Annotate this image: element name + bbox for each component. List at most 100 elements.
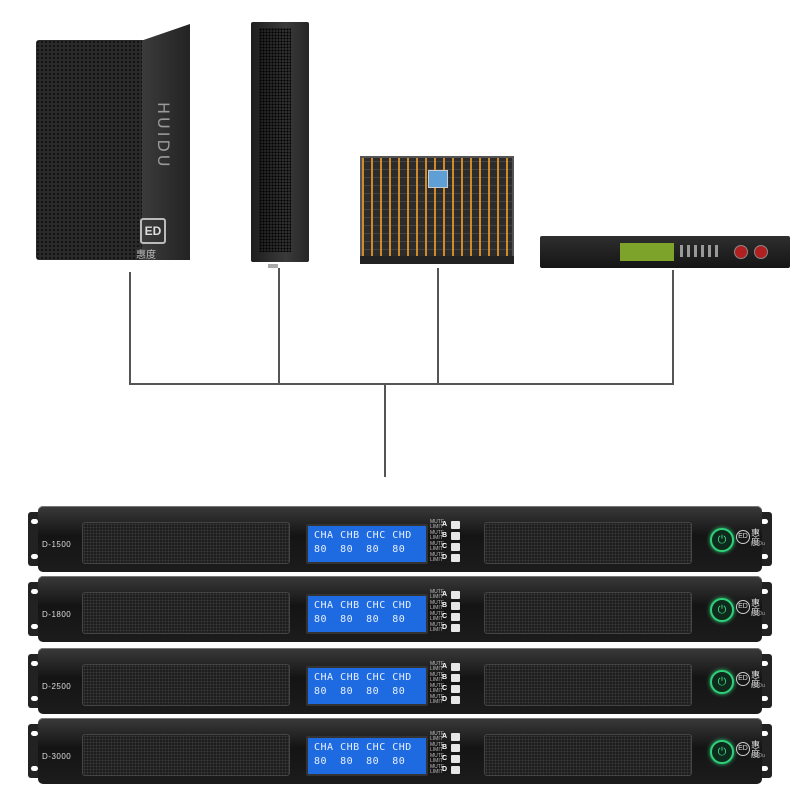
power-icon: ⏻: [710, 740, 734, 764]
speaker-brand-text: HUIDU: [154, 102, 173, 170]
channel-letter: A: [442, 733, 448, 740]
mute-label: MUTE: [430, 600, 445, 606]
channel-button: [451, 685, 460, 693]
amplifier-model-label: D-1500: [42, 540, 72, 549]
limit-label: LIMIT: [430, 769, 443, 775]
mute-label: MUTE: [430, 742, 445, 748]
channel-button: [451, 744, 460, 752]
wire-bus: [129, 383, 674, 385]
wire-to-amplifiers: [384, 383, 386, 477]
channel-letter: C: [442, 613, 448, 620]
amplifier-model-label: D-2500: [42, 682, 72, 691]
amplifier-brand-logo: ED: [736, 530, 750, 544]
amplifier-model-label: D-1800: [42, 610, 72, 619]
audio-mixer: [360, 156, 514, 264]
limit-label: LIMIT: [430, 616, 443, 622]
amplifier-brand-name: 惠度: [751, 741, 761, 760]
amplifier-brand-sub: HuiDu: [751, 541, 765, 547]
speaker-logo: ED: [140, 218, 166, 244]
channel-letter: A: [442, 591, 448, 598]
channel-letter: D: [442, 554, 448, 561]
channel-button: [451, 766, 460, 774]
speaker-side-panel: [142, 24, 190, 260]
display-channel-names: CHA CHB CHC CHD: [314, 742, 412, 753]
audio-processor: [540, 236, 790, 268]
processor-knob: [734, 245, 748, 259]
amplifier-vent-left: [82, 664, 290, 706]
limit-label: LIMIT: [430, 677, 443, 683]
channel-letter: B: [442, 602, 448, 609]
display-channel-values: 80 80 80 80: [314, 686, 406, 697]
channel-letter: B: [442, 674, 448, 681]
mixer-screen: [428, 170, 448, 188]
channel-letter: C: [442, 543, 448, 550]
channel-letter: A: [442, 521, 448, 528]
limit-label: LIMIT: [430, 535, 443, 541]
processor-buttons: [680, 245, 720, 257]
limit-label: LIMIT: [430, 736, 443, 742]
display-channel-values: 80 80 80 80: [314, 756, 406, 767]
amplifier-vent-left: [82, 522, 290, 564]
speaker-logo-sub: 惠度: [136, 250, 156, 261]
speaker-cabinet: HUIDU ED 惠度: [36, 24, 190, 261]
amplifier-brand-sub: HuiDu: [751, 611, 765, 617]
power-icon: ⏻: [710, 598, 734, 622]
mute-label: MUTE: [430, 672, 445, 678]
wire-column-drop: [278, 268, 280, 384]
wire-mixer-drop: [437, 268, 439, 384]
limit-label: LIMIT: [430, 524, 443, 530]
channel-button: [451, 624, 460, 632]
mute-label: MUTE: [430, 694, 445, 700]
channel-button: [451, 613, 460, 621]
limit-label: LIMIT: [430, 666, 443, 672]
display-channel-names: CHA CHB CHC CHD: [314, 672, 412, 683]
channel-button: [451, 543, 460, 551]
amplifier-brand-logo: ED: [736, 672, 750, 686]
amplifier-model-label: D-3000: [42, 752, 72, 761]
limit-label: LIMIT: [430, 605, 443, 611]
amplifier-vent-right: [484, 734, 692, 776]
mute-label: MUTE: [430, 611, 445, 617]
channel-button: [451, 532, 460, 540]
channel-letter: D: [442, 624, 448, 631]
channel-button: [451, 591, 460, 599]
mute-label: MUTE: [430, 589, 445, 595]
mute-label: MUTE: [430, 622, 445, 628]
amplifier-brand-name: 惠度: [751, 599, 761, 618]
limit-label: LIMIT: [430, 699, 443, 705]
channel-button: [451, 521, 460, 529]
mute-label: MUTE: [430, 541, 445, 547]
limit-label: LIMIT: [430, 594, 443, 600]
display-channel-values: 80 80 80 80: [314, 544, 406, 555]
mute-label: MUTE: [430, 661, 445, 667]
amplifier-vent-right: [484, 664, 692, 706]
processor-knob: [754, 245, 768, 259]
amplifier-brand-sub: HuiDu: [751, 753, 765, 759]
mute-label: MUTE: [430, 530, 445, 536]
wire-speaker-drop: [129, 272, 131, 384]
mute-label: MUTE: [430, 753, 445, 759]
channel-button: [451, 663, 460, 671]
limit-label: LIMIT: [430, 688, 443, 694]
amplifier-lcd-display: CHA CHB CHC CHD 80 80 80 80: [306, 524, 428, 564]
limit-label: LIMIT: [430, 747, 443, 753]
channel-letter: A: [442, 663, 448, 670]
channel-letter: C: [442, 685, 448, 692]
speaker-grille: [36, 40, 146, 260]
limit-label: LIMIT: [430, 758, 443, 764]
column-speaker-grille: [259, 28, 291, 252]
channel-button: [451, 755, 460, 763]
channel-button: [451, 554, 460, 562]
amplifier-brand-sub: HuiDu: [751, 683, 765, 689]
amplifier-lcd-display: CHA CHB CHC CHD 80 80 80 80: [306, 736, 428, 776]
channel-letter: B: [442, 744, 448, 751]
mute-label: MUTE: [430, 764, 445, 770]
